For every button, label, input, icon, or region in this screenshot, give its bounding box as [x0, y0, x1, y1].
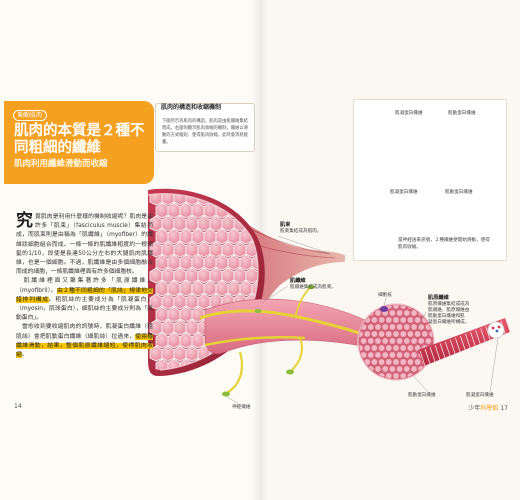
label-muscle-note: 肌束集結成為肌肉。: [280, 229, 322, 234]
body-paragraph-1: 竟肌肉是利用什麼樣的機制收縮呢？肌肉是由許多「肌束」（fasciculus mu…: [16, 214, 153, 276]
label-muscle: 肌束: [280, 222, 291, 228]
label-myofiber: 肌纖維: [290, 278, 306, 284]
info-box: 肌肉的構造和收縮機制 下圖所示為肌肉的構造，肌肉是由肌纖維集結而成，右圖則顯示肌…: [155, 103, 255, 152]
chapter-tag: 動動肌肉: [13, 110, 48, 121]
info-box-text: 下圖所示為肌肉的構造，肌肉是由肌纖維集結而成，右圖則顯示肌肉收縮的機制，纖維以滑…: [162, 119, 248, 145]
series-name: 少年: [468, 405, 481, 412]
body-paragraph-2a: 肌纖維裡面又聚集著許多「肌原纖維」（myofibril）。: [16, 278, 153, 294]
body-paragraph-3c: 。: [21, 352, 28, 359]
page-footer-right: 少年科學館 17: [468, 403, 508, 412]
page-title: 肌肉的本質是２種不同粗細的纖維: [14, 123, 145, 156]
label-myofibril-note-4: 凝蛋白纖維所構成。: [428, 320, 470, 325]
label-actin: 肌動蛋白纖維: [408, 393, 436, 398]
title-box: 動動肌肉 肌肉的本質是２種不同粗細的纖維 肌肉利用纖維滑動而收縮: [4, 101, 154, 184]
body-text: 究竟肌肉是利用什麼樣的機制收縮呢？肌肉是由許多「肌束」（fasciculus m…: [16, 213, 153, 360]
label-nucleus: 細胞核: [378, 293, 392, 298]
page-number-left: 14: [14, 403, 22, 410]
sliding-filament-diagram: [353, 99, 507, 261]
label-myofibril: 肌原纖維: [428, 295, 449, 301]
diagram-note: 當神經送來訊號，２種纖維便開始滑動，使得肌肉收縮。: [398, 238, 490, 250]
label-nerve: 神經纖維: [232, 405, 251, 410]
diagram-actin-label-bottom: 肌動蛋白纖維: [445, 190, 473, 195]
series-name-accent: 科學館: [480, 405, 499, 412]
label-myofibril-note-3: 肌動蛋白纖維和肌: [428, 314, 465, 319]
body-paragraph-2c: 。粗肌絲的主要成分為「肌凝蛋白」（myosin，肌球蛋白），細肌絲的主要成分則為…: [16, 296, 153, 322]
page-number-right: 17: [500, 405, 508, 412]
body-paragraph-3a: 當愈收到要收縮肌肉的訊號時，肌凝蛋白纖維（粗肌絲）會把肌動蛋白纖維（細肌絲）拉過…: [16, 324, 153, 340]
page-subtitle: 肌肉利用纖維滑動而收縮: [14, 159, 108, 169]
label-myofibril-note-2: 肌纖維，肌原纖維由: [428, 308, 470, 313]
label-myofibril-note-1: 肌原纖維集結成成為: [428, 302, 470, 307]
info-box-title: 肌肉的構造和收縮機制: [161, 104, 222, 111]
dropcap: 究: [16, 211, 33, 231]
label-myosin: 肌凝蛋白纖維: [466, 393, 494, 398]
diagram-actin-label: 肌動蛋白纖維: [448, 111, 476, 116]
diagram-myosin-label-bottom: 肌凝蛋白纖維: [390, 190, 418, 195]
label-myofiber-note: 肌纖維集結成為肌束。: [290, 285, 336, 290]
diagram-myosin-label: 肌凝蛋白纖維: [395, 111, 423, 116]
